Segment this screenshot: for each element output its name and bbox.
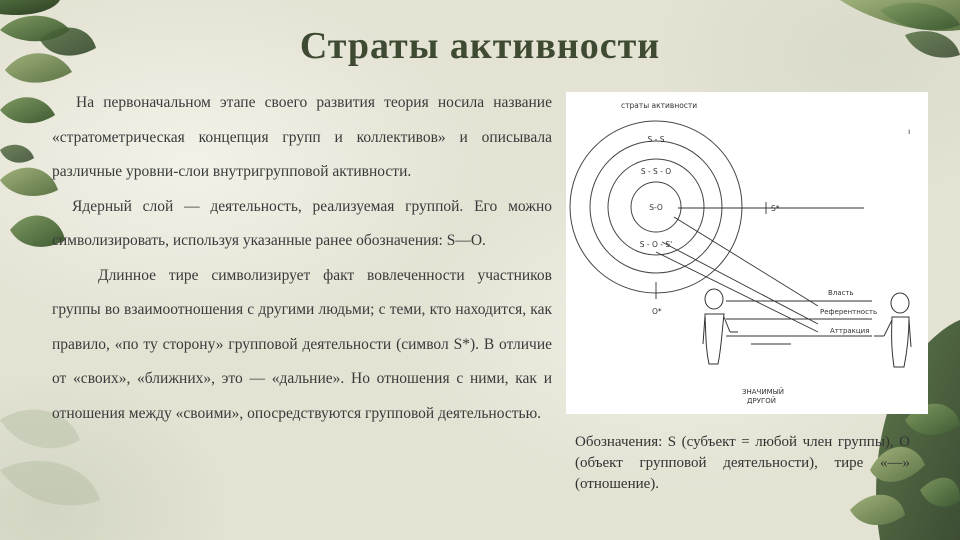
middle-circle (589, 140, 723, 274)
o-star-label: O* (652, 307, 662, 316)
label-attraction: Аттракция (830, 327, 869, 335)
body-text: На первоначальном этапе своего развития … (52, 86, 552, 431)
significant-other-label-1: ЗНАЧИМЫЙ (742, 387, 784, 396)
arrow-reference-2 (655, 251, 819, 333)
arrow-reference (661, 241, 819, 325)
ring-label-bottom: S - O - S' (640, 240, 672, 249)
diagram-mark: ı (908, 127, 910, 136)
slide-title: Страты активности (299, 25, 661, 67)
person-right (874, 292, 912, 368)
significant-other-label-2: ДРУГОЙ (747, 396, 776, 405)
ring-label-outer: S - S (648, 135, 665, 144)
diagram-heading: страты активности (621, 101, 697, 110)
arrow-power (673, 216, 819, 307)
leaf-cluster-top-right (840, 0, 960, 58)
label-reference: Референтность (820, 308, 877, 316)
diagram-caption: Обозначения: S (субъект = любой член гру… (575, 434, 910, 492)
ring-label-middle: S - S - O (641, 167, 671, 176)
strata-diagram: страты активности ı S - S S - S - O S-O … (566, 92, 928, 414)
inner-circle (607, 158, 705, 256)
paragraph-long-dash: Длинное тире символизирует факт вовлечен… (52, 266, 552, 422)
core-label: S-O (649, 203, 663, 212)
s-star-label: S* (771, 204, 780, 213)
person-left (702, 288, 738, 365)
paragraph-core-layer: Ядерный слой — деятельность, реализуемая… (52, 197, 552, 250)
label-power: Власть (828, 289, 854, 297)
paragraph-intro: На первоначальном этапе своего развития … (52, 94, 552, 180)
leaf-cluster-top-left (0, 0, 96, 247)
leaf-cluster-bottom-right (850, 320, 960, 540)
core-circle (630, 181, 682, 233)
leaf-cluster-bottom-left (0, 409, 100, 506)
